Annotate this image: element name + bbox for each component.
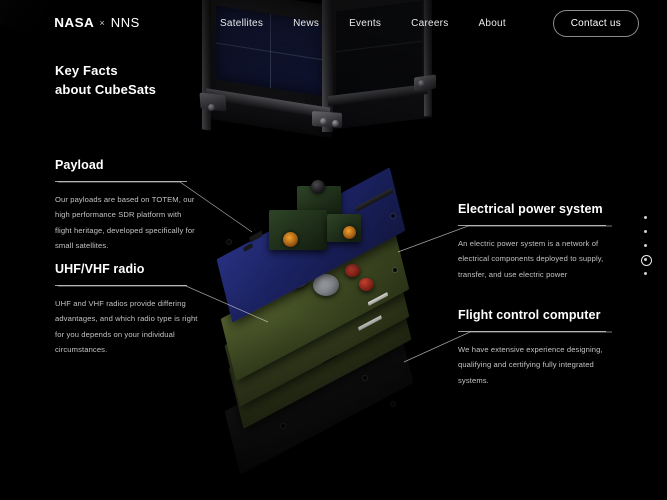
fact-title-payload: Payload — [55, 158, 104, 172]
fact-body-flight-control-computer: We have extensive experience designing, … — [458, 345, 603, 385]
nav-item-about[interactable]: About — [478, 18, 506, 29]
pagination-dot-1[interactable] — [644, 216, 647, 219]
fact-body-uhf-vhf-radio: UHF and VHF radios provide differing adv… — [55, 299, 198, 354]
pagination-dot-4-active[interactable] — [641, 255, 652, 266]
site-header: NASA × NNS Satellites News Events Career… — [0, 0, 667, 46]
nav-item-events[interactable]: Events — [349, 18, 382, 29]
nasa-wordmark: NASA — [54, 15, 95, 30]
fact-title-electrical-power-system: Electrical power system — [458, 202, 603, 216]
nav-item-satellites[interactable]: Satellites — [220, 18, 264, 29]
contact-us-button[interactable]: Contact us — [552, 10, 639, 37]
fact-body-payload: Our payloads are based on TOTEM, our hig… — [55, 195, 195, 250]
fact-card-payload: Payload Our payloads are based on TOTEM,… — [55, 158, 195, 253]
pagination-dot-5[interactable] — [644, 272, 647, 275]
pagination-dot-3[interactable] — [644, 244, 647, 247]
fact-card-uhf-vhf-radio: UHF/VHF radio UHF and VHF radios provide… — [55, 262, 205, 357]
fact-card-electrical-power-system: Electrical power system An electric powe… — [458, 202, 618, 282]
partner-wordmark: NNS — [110, 15, 140, 30]
nav-item-news[interactable]: News — [293, 18, 320, 29]
divider-flight-control-computer — [458, 331, 606, 332]
nav-item-careers[interactable]: Careers — [411, 18, 449, 29]
fact-title-uhf-vhf-radio: UHF/VHF radio — [55, 262, 145, 276]
divider-payload — [55, 181, 187, 182]
section-pagination — [641, 216, 652, 275]
divider-uhf-vhf-radio — [55, 285, 187, 286]
fact-title-flight-control-computer: Flight control computer — [458, 308, 601, 322]
primary-navigation: Satellites News Events Careers About — [220, 18, 506, 29]
fact-body-electrical-power-system: An electric power system is a network of… — [458, 239, 604, 279]
brand-logo[interactable]: NASA × NNS — [54, 15, 140, 30]
fact-card-flight-control-computer: Flight control computer We have extensiv… — [458, 308, 623, 388]
logo-separator-icon: × — [99, 17, 105, 28]
divider-electrical-power-system — [458, 225, 606, 226]
pagination-dot-2[interactable] — [644, 230, 647, 233]
